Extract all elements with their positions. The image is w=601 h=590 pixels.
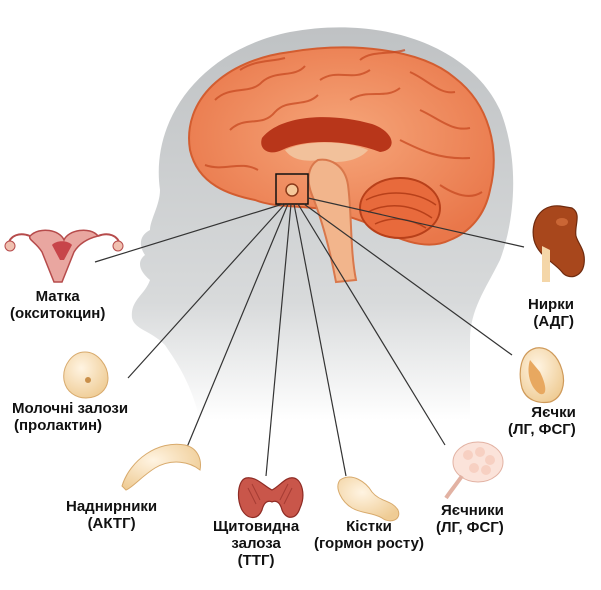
breast-label: Молочні залози (пролактин)	[12, 400, 129, 434]
kidney-icon	[532, 205, 585, 282]
thyroid-label: Щитовидна залоза (ТТГ)	[213, 518, 300, 569]
ovary-icon	[444, 441, 504, 500]
testis-icon	[519, 347, 565, 404]
adrenal-label: Наднирники (АКТГ)	[66, 498, 158, 532]
uterus-label: Матка (окситокцин)	[10, 288, 106, 322]
pituitary-highlight-box	[275, 173, 309, 205]
uterus-icon	[4, 229, 124, 283]
testes-label: Яєчки (ЛГ, ФСГ)	[508, 404, 576, 438]
thyroid-icon	[237, 477, 304, 519]
bones-label: Кістки (гормон росту)	[314, 518, 424, 552]
brain	[188, 46, 495, 284]
kidneys-label: Нирки (АДГ)	[528, 296, 574, 330]
adrenal-icon	[121, 443, 201, 491]
connector-lines	[94, 197, 525, 477]
breast-icon	[63, 351, 109, 399]
bone-icon	[337, 476, 400, 522]
ovaries-label: Яєчники (ЛГ, ФСГ)	[436, 502, 504, 536]
